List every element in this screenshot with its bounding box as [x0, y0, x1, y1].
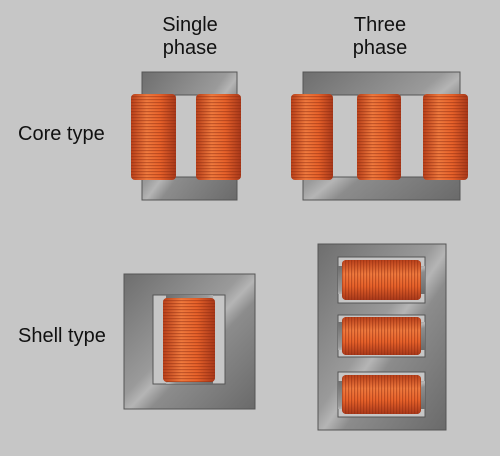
- winding-coil: [163, 298, 215, 382]
- winding-coil-phase-2: [342, 317, 421, 355]
- column-label-three-line2: phase: [352, 37, 408, 59]
- single-phase-shell-type: [123, 273, 256, 410]
- column-label-three-line1: Three: [353, 14, 407, 36]
- winding-coil-right: [196, 94, 241, 180]
- winding-coil-phase-2: [357, 94, 401, 180]
- column-label-three-phase: Three phase: [322, 14, 438, 60]
- three-phase-core-type: [291, 71, 468, 201]
- winding-coil-phase-1: [291, 94, 333, 180]
- column-label-single-line2: phase: [162, 37, 218, 59]
- core-window-left: [329, 94, 359, 178]
- column-label-single-phase: Single phase: [142, 14, 238, 60]
- row-label-core-type: Core type: [18, 123, 105, 145]
- three-phase-shell-type: [317, 243, 447, 431]
- single-phase-core-type: [131, 71, 241, 201]
- winding-coil-phase-3: [342, 375, 421, 414]
- winding-coil-phase-1: [342, 260, 421, 300]
- winding-coil-left: [131, 94, 176, 180]
- row-label-shell-type: Shell type: [18, 325, 106, 347]
- column-label-single-line1: Single: [162, 14, 218, 36]
- winding-coil-phase-3: [423, 94, 468, 180]
